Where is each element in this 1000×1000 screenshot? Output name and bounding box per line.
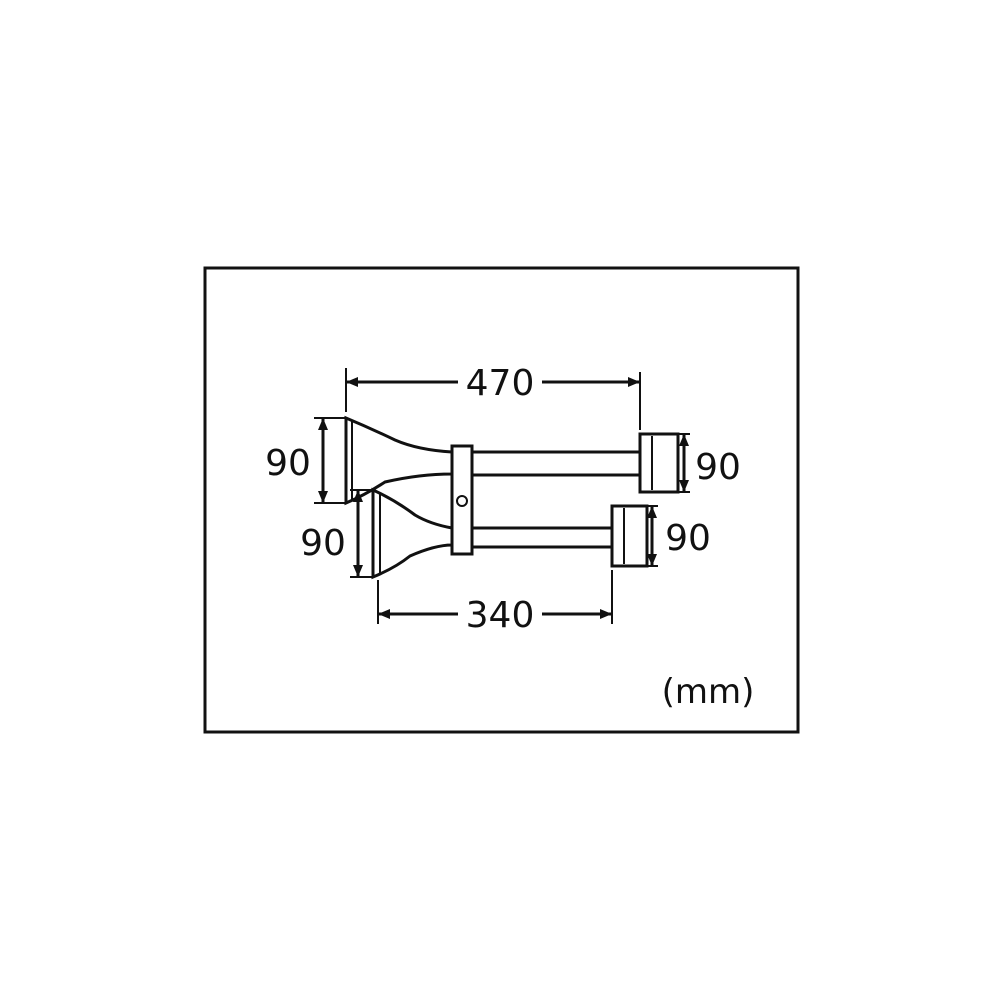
bracket-plate <box>450 444 474 556</box>
dimension-340: 340 <box>377 570 613 636</box>
dimension-340-label: 340 <box>466 595 535 636</box>
dimension-upper-end-label: 90 <box>695 447 741 488</box>
dimension-upper-bell: 90 <box>265 417 346 504</box>
lower-horn <box>371 487 649 580</box>
unit-label: (mm) <box>662 672 755 712</box>
lower-horn-tube <box>470 526 614 549</box>
dimension-lower-bell: 90 <box>300 489 373 578</box>
dimension-lower-end-label: 90 <box>665 518 711 559</box>
lower-horn-bell <box>371 487 454 580</box>
dimension-upper-bell-label: 90 <box>265 443 311 484</box>
dimension-lower-end: 90 <box>647 505 711 567</box>
mounting-bracket <box>450 444 474 556</box>
dimension-upper-end: 90 <box>678 433 741 493</box>
dimension-470: 470 <box>345 363 641 430</box>
upper-horn <box>344 415 680 506</box>
diagram-frame <box>203 266 800 734</box>
bracket-bolt <box>456 495 468 507</box>
dimension-lower-bell-label: 90 <box>300 523 346 564</box>
lower-horn-end-cap <box>610 504 649 568</box>
dimension-470-label: 470 <box>466 363 535 404</box>
upper-horn-tube <box>468 450 642 477</box>
upper-horn-end-cap <box>638 432 680 494</box>
